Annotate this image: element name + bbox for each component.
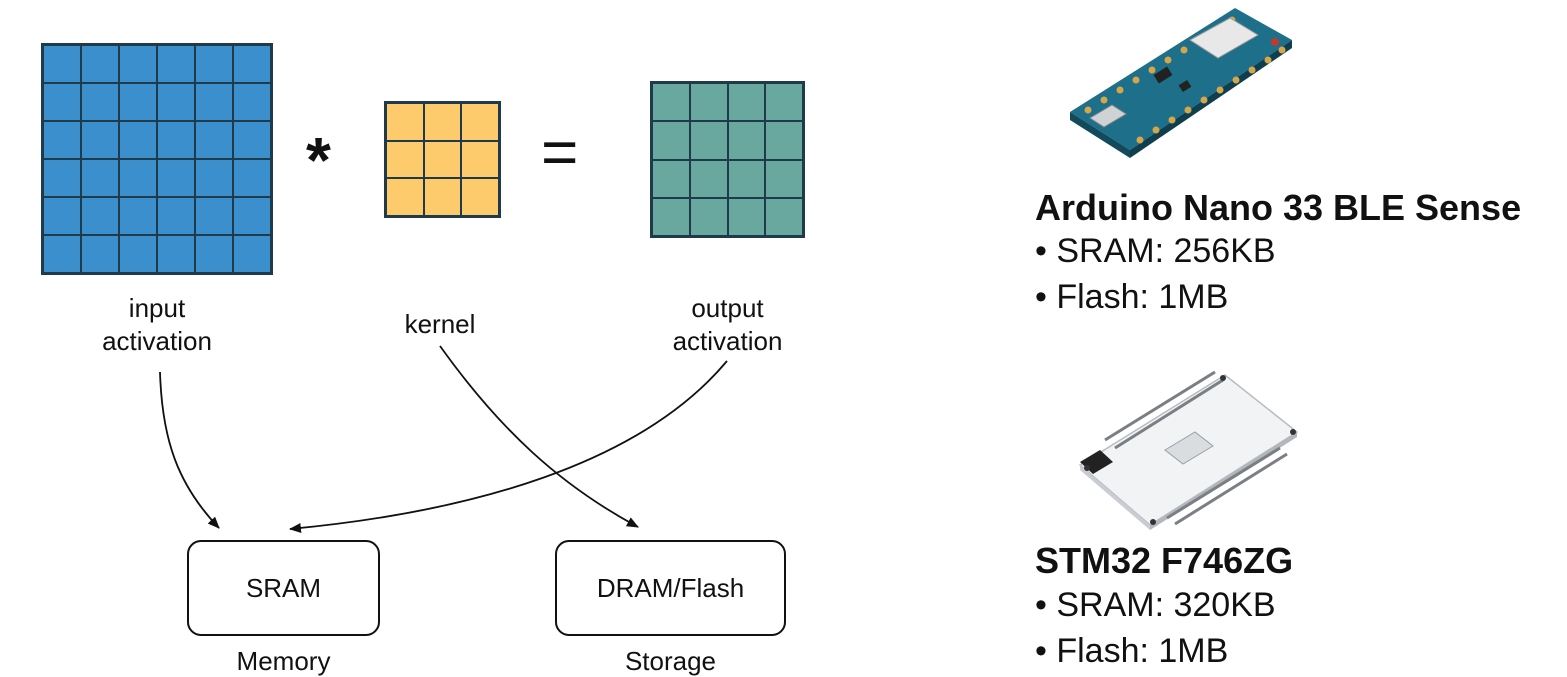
input-cell: [81, 159, 119, 197]
input-activation-label: input activation: [72, 292, 242, 358]
arrow-output-to-sram: [289, 360, 728, 533]
output-cell: [765, 83, 803, 122]
input-cell: [119, 121, 157, 159]
dram-flash-box-label: DRAM/Flash: [596, 572, 745, 603]
input-cell: [157, 197, 195, 235]
input-cell: [81, 83, 119, 121]
output-cell: [652, 83, 690, 122]
output-cell: [727, 121, 766, 160]
input-cell: [233, 197, 271, 235]
kernel-grid: [384, 101, 501, 218]
kernel-cell: [386, 103, 424, 141]
input-cell: [233, 235, 271, 273]
input-cell: [233, 83, 271, 121]
input-cell: [119, 197, 157, 235]
memory-caption: Memory: [236, 646, 331, 676]
stm32-device-name: STM32 F746ZG: [1035, 540, 1294, 581]
input-cell: [43, 235, 81, 273]
input-cell: [195, 197, 233, 235]
output-activation-label: output activation: [640, 292, 815, 358]
flow-arrows: [159, 345, 728, 533]
input-label-line2: activation: [102, 326, 212, 356]
arrow-kernel-to-flash: [439, 345, 639, 528]
input-cell: [43, 159, 81, 197]
output-label-line2: activation: [672, 326, 783, 356]
arduino-sram-spec: • SRAM: 256KB: [1035, 232, 1276, 270]
sram-box-label: SRAM: [245, 572, 322, 603]
kernel-cell: [423, 178, 462, 216]
kernel-cell: [461, 140, 499, 179]
output-label-line1: output: [691, 293, 764, 323]
input-cell: [157, 45, 195, 83]
input-cell: [195, 83, 233, 121]
input-cell: [43, 45, 81, 83]
input-cell: [43, 121, 81, 159]
input-cell: [157, 83, 195, 121]
input-cell: [43, 83, 81, 121]
input-cell: [195, 121, 233, 159]
stm32-board-photo: [1078, 370, 1299, 530]
kernel-label: kernel: [404, 309, 476, 339]
input-cell: [157, 121, 195, 159]
input-cell: [233, 45, 271, 83]
input-cell: [233, 159, 271, 197]
output-cell: [689, 159, 728, 198]
output-cell: [727, 197, 766, 236]
input-cell: [233, 121, 271, 159]
input-cell: [81, 45, 119, 83]
input-cell: [81, 121, 119, 159]
input-cell: [119, 159, 157, 197]
input-cell: [119, 83, 157, 121]
input-label-line1: input: [128, 293, 186, 323]
input-cell: [119, 45, 157, 83]
convolution-operator: *: [306, 124, 331, 196]
kernel-cell: [461, 178, 499, 216]
input-cell: [119, 235, 157, 273]
input-cell: [157, 159, 195, 197]
arduino-board-photo: [1070, 8, 1292, 158]
input-cell: [157, 235, 195, 273]
output-cell: [727, 83, 766, 122]
equals-operator: =: [541, 116, 579, 188]
dram-flash-box: DRAM/Flash: [555, 540, 786, 636]
kernel-cell: [423, 103, 462, 141]
storage-caption: Storage: [624, 646, 717, 676]
output-cell: [652, 121, 690, 160]
input-cell: [43, 197, 81, 235]
input-activation-grid: [41, 43, 273, 275]
output-cell: [765, 121, 803, 160]
kernel-cell: [461, 103, 499, 141]
input-cell: [81, 235, 119, 273]
kernel-cell: [423, 140, 462, 179]
stm32-sram-spec: • SRAM: 320KB: [1035, 586, 1276, 624]
stm32-flash-spec: • Flash: 1MB: [1035, 632, 1229, 670]
input-cell: [195, 45, 233, 83]
output-cell: [765, 159, 803, 198]
input-cell: [81, 197, 119, 235]
output-cell: [689, 83, 728, 122]
output-cell: [652, 197, 690, 236]
output-cell: [727, 159, 766, 198]
sram-box: SRAM: [187, 540, 380, 636]
input-cell: [195, 159, 233, 197]
output-cell: [689, 197, 728, 236]
arduino-flash-spec: • Flash: 1MB: [1035, 278, 1229, 316]
arrow-input-to-sram: [159, 371, 220, 529]
kernel-cell: [386, 178, 424, 216]
kernel-cell: [386, 140, 424, 179]
input-cell: [195, 235, 233, 273]
output-cell: [765, 197, 803, 236]
output-activation-grid: [650, 81, 805, 238]
arduino-device-name: Arduino Nano 33 BLE Sense: [1035, 187, 1522, 228]
output-cell: [689, 121, 728, 160]
output-cell: [652, 159, 690, 198]
